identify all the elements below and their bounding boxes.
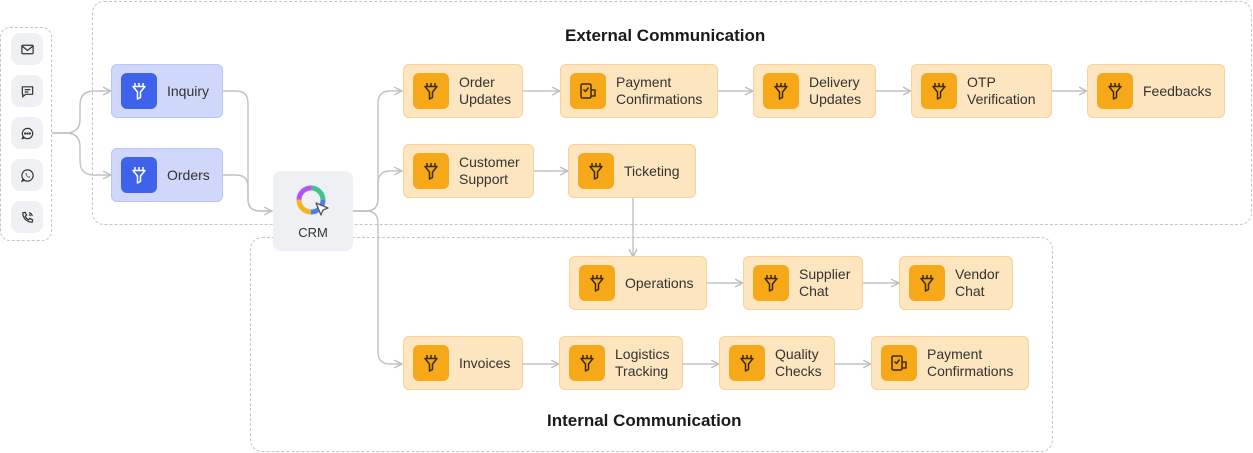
- funnel-icon: [921, 73, 957, 109]
- operations-node[interactable]: Operations: [569, 256, 707, 310]
- funnel-icon: [753, 265, 789, 301]
- funnel-icon: [569, 345, 605, 381]
- funnel-icon: [579, 265, 615, 301]
- sms-icon[interactable]: [11, 75, 43, 107]
- crm-logo-icon: [296, 185, 329, 216]
- payment-confirmations-internal-node[interactable]: Payment Confirmations: [871, 336, 1029, 390]
- feedbacks-label: Feedbacks: [1143, 82, 1212, 99]
- logistics-tracking-node[interactable]: Logistics Tracking: [559, 336, 683, 390]
- funnel-icon: [1097, 73, 1133, 109]
- ticketing-node[interactable]: Ticketing: [568, 144, 696, 198]
- phone-call-icon[interactable]: [11, 201, 43, 233]
- payment-confirmations-label: Payment Confirmations: [616, 74, 703, 107]
- channel-strip: [0, 27, 52, 241]
- external-communication-zone: [92, 1, 1252, 225]
- funnel-icon: [413, 345, 449, 381]
- funnel-icon: [121, 73, 157, 109]
- delivery-updates-node[interactable]: Delivery Updates: [753, 64, 876, 118]
- funnel-icon: [763, 73, 799, 109]
- mail-icon[interactable]: [11, 33, 43, 65]
- crm-label: CRM: [298, 224, 328, 240]
- supplier-chat-node[interactable]: Supplier Chat: [743, 256, 863, 310]
- customer-support-node[interactable]: Customer Support: [403, 144, 534, 198]
- otp-verification-node[interactable]: OTP Verification: [911, 64, 1052, 118]
- payment-confirmations-internal-label: Payment Confirmations: [927, 346, 1014, 379]
- supplier-chat-label: Supplier Chat: [799, 266, 851, 299]
- order-updates-node[interactable]: Order Updates: [403, 64, 523, 118]
- chat-bubble-icon[interactable]: [11, 117, 43, 149]
- funnel-icon: [121, 157, 157, 193]
- external-communication-title: External Communication: [565, 26, 766, 45]
- quality-checks-label: Quality Checks: [775, 346, 822, 379]
- whatsapp-icon[interactable]: [11, 159, 43, 191]
- order-updates-label: Order Updates: [459, 74, 512, 107]
- inquiry-node[interactable]: Inquiry: [111, 64, 223, 118]
- payment-icon: [570, 73, 606, 109]
- crm-hub[interactable]: CRM: [273, 171, 353, 251]
- funnel-icon: [413, 153, 449, 189]
- inquiry-label: Inquiry: [167, 82, 210, 99]
- customer-support-label: Customer Support: [459, 154, 520, 187]
- payment-icon: [881, 345, 917, 381]
- funnel-icon: [729, 345, 765, 381]
- logistics-tracking-label: Logistics Tracking: [615, 346, 670, 379]
- funnel-icon: [413, 73, 449, 109]
- operations-label: Operations: [625, 274, 694, 291]
- vendor-chat-label: Vendor Chat: [955, 266, 1000, 299]
- otp-verification-label: OTP Verification: [967, 74, 1036, 107]
- invoices-node[interactable]: Invoices: [403, 336, 523, 390]
- orders-node[interactable]: Orders: [111, 148, 223, 202]
- payment-confirmations-node[interactable]: Payment Confirmations: [560, 64, 718, 118]
- delivery-updates-label: Delivery Updates: [809, 74, 862, 107]
- quality-checks-node[interactable]: Quality Checks: [719, 336, 835, 390]
- orders-label: Orders: [167, 166, 210, 183]
- funnel-icon: [909, 265, 945, 301]
- ticketing-label: Ticketing: [624, 162, 680, 179]
- internal-communication-zone: [250, 237, 1053, 452]
- funnel-icon: [578, 153, 614, 189]
- feedbacks-node[interactable]: Feedbacks: [1087, 64, 1225, 118]
- vendor-chat-node[interactable]: Vendor Chat: [899, 256, 1013, 310]
- internal-communication-title: Internal Communication: [547, 411, 742, 430]
- invoices-label: Invoices: [459, 354, 511, 371]
